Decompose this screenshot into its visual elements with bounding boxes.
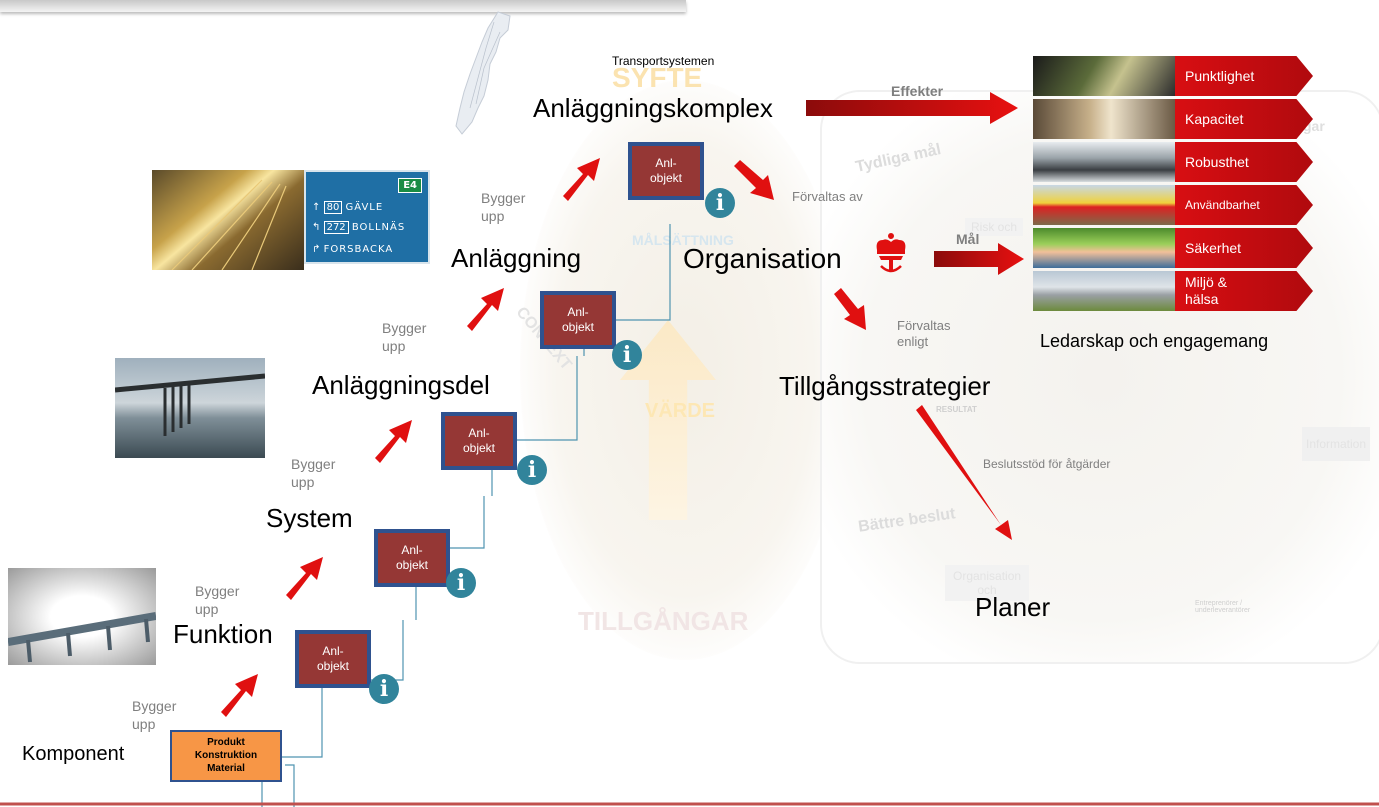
top-banner-strip bbox=[0, 0, 686, 12]
label-bygger-upp: Bygger upp bbox=[382, 320, 427, 354]
anl-objekt-box: Anl- objekt bbox=[628, 142, 704, 200]
effect-punktlighet: Punktlighet bbox=[1033, 56, 1313, 96]
label-anlaggningskomplex: Anläggningskomplex bbox=[533, 93, 773, 123]
effect-photo bbox=[1033, 99, 1175, 139]
info-icon[interactable]: i bbox=[705, 188, 735, 218]
bg-information: Information bbox=[1302, 427, 1371, 461]
bg-entreprenorer: Entreprenörer / underleverantörer bbox=[1195, 600, 1251, 614]
anl-objekt-box: Anl- objekt bbox=[295, 630, 371, 688]
info-icon[interactable]: i bbox=[612, 340, 642, 370]
label-forvaltas-enligt: Förvaltas enligt bbox=[897, 318, 951, 349]
guardrail-photo bbox=[8, 568, 156, 665]
effect-sakerhet: Säkerhet bbox=[1033, 228, 1313, 268]
effect-photo bbox=[1033, 228, 1175, 268]
label-komponent: Komponent bbox=[22, 743, 125, 765]
road-sign-destination: GÄVLE bbox=[345, 202, 384, 213]
label-bygger-upp: Bygger upp bbox=[291, 456, 336, 490]
road-sign-destination: BOLLNÄS bbox=[351, 222, 406, 233]
label-beslutsstod: Beslutsstöd för åtgärder bbox=[983, 457, 1111, 471]
label-mal: Mål bbox=[956, 231, 980, 247]
label-transportsystemen: Transportsystemen bbox=[612, 54, 715, 68]
label-planer: Planer bbox=[975, 592, 1051, 622]
bg-organisation-och: Organisation och bbox=[945, 565, 1030, 601]
component-box: Produkt Konstruktion Material bbox=[170, 730, 282, 782]
effekter-arrow bbox=[806, 92, 1018, 124]
road-sign-route: E4 bbox=[398, 178, 422, 193]
road-sign-number: 80 bbox=[323, 201, 343, 214]
effect-label: Robusthet bbox=[1175, 142, 1313, 182]
effect-photo bbox=[1033, 142, 1175, 182]
anl-objekt-box: Anl- objekt bbox=[374, 529, 450, 587]
bygger-upp-arrows bbox=[221, 158, 600, 717]
bridge-photo bbox=[115, 358, 265, 458]
label-system: System bbox=[266, 503, 353, 533]
label-forvaltas-av: Förvaltas av bbox=[792, 189, 863, 204]
label-effekter: Effekter bbox=[891, 83, 944, 99]
label-bygger-upp: Bygger upp bbox=[481, 190, 526, 224]
info-icon[interactable]: i bbox=[446, 568, 476, 598]
effect-photo bbox=[1033, 56, 1175, 96]
effect-kapacitet: Kapacitet bbox=[1033, 99, 1313, 139]
arrow-left-icon: ↰ bbox=[312, 222, 321, 233]
mal-arrow bbox=[934, 243, 1024, 275]
info-icon[interactable]: i bbox=[517, 455, 547, 485]
anl-objekt-box: Anl- objekt bbox=[441, 412, 517, 470]
effect-miljo-halsa: Miljö & hälsa bbox=[1033, 271, 1313, 311]
road-sign-row-3: ↱ FORSBACKA bbox=[312, 244, 393, 255]
arrow-right-icon: ↱ bbox=[312, 244, 321, 255]
arrow-up-icon: ↑ bbox=[312, 202, 321, 213]
effect-photo bbox=[1033, 185, 1175, 225]
bg-risk-och: Risk och bbox=[965, 218, 1024, 236]
road-sign-destination: FORSBACKA bbox=[323, 244, 394, 255]
effect-label: Miljö & hälsa bbox=[1175, 271, 1313, 311]
bg-varde: VÄRDE bbox=[645, 400, 716, 422]
label-organisation: Organisation bbox=[683, 243, 842, 274]
bg-malsattning: MÅLSÄTTNING bbox=[632, 232, 734, 248]
railway-photo bbox=[152, 170, 304, 270]
effect-label: Kapacitet bbox=[1175, 99, 1313, 139]
label-anlaggning: Anläggning bbox=[451, 243, 582, 273]
label-bygger-upp: Bygger upp bbox=[195, 583, 240, 617]
effect-robusthet: Robusthet bbox=[1033, 142, 1313, 182]
label-ledarskap: Ledarskap och engagemang bbox=[1040, 331, 1269, 351]
crown-logo-icon bbox=[876, 233, 906, 273]
effect-anvandbarhet: Användbarhet bbox=[1033, 185, 1313, 225]
road-sign-image: E4 ↑ 80 GÄVLE ↰ 272 BOLLNÄS ↱ FORSBACKA bbox=[304, 170, 430, 264]
info-icon[interactable]: i bbox=[369, 674, 399, 704]
effect-label: Användbarhet bbox=[1175, 185, 1313, 225]
bg-tillgangar: TILLGÅNGAR bbox=[578, 606, 749, 636]
label-funktion: Funktion bbox=[173, 619, 273, 649]
label-tillgangsstrategier: Tillgångsstrategier bbox=[779, 371, 991, 401]
road-sign-row-1: ↑ 80 GÄVLE bbox=[312, 201, 384, 214]
label-anlaggningsdel: Anläggningsdel bbox=[312, 370, 490, 400]
bg-resultat: RESULTAT bbox=[936, 405, 977, 414]
label-bygger-upp: Bygger upp bbox=[132, 698, 177, 732]
effect-photo bbox=[1033, 271, 1175, 311]
effect-label: Säkerhet bbox=[1175, 228, 1313, 268]
effect-label: Punktlighet bbox=[1175, 56, 1313, 96]
road-sign-number: 272 bbox=[323, 221, 349, 234]
anl-objekt-box: Anl- objekt bbox=[540, 291, 616, 349]
bg-syfte: SYFTE bbox=[612, 62, 703, 93]
forvaltas-arrows bbox=[734, 160, 1012, 540]
road-sign-row-2: ↰ 272 BOLLNÄS bbox=[312, 221, 406, 234]
sweden-map-icon bbox=[455, 11, 511, 135]
